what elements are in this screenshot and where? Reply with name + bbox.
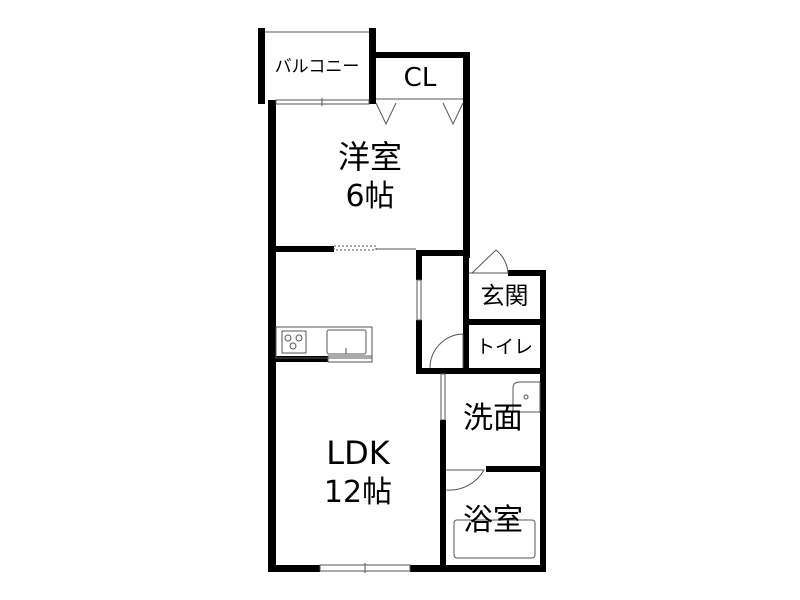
toilet-top-wall [466,319,546,325]
kitchen-wall-thin [327,355,373,363]
bottom-wall-left [268,565,320,572]
closet-right-wall [463,52,470,258]
entrance-label: 玄関 [480,282,529,310]
corridor-top-wall [416,250,470,256]
corridor-sliding-door [416,279,422,321]
washroom-label: 洗面 [463,401,523,436]
corridor-wall [416,250,422,280]
bottom-wall-right [410,565,546,572]
western-room-bottom-wall [268,246,334,252]
stove [281,330,307,354]
bathroom-door-swing [445,469,485,491]
kitchen-counter [275,326,373,359]
fixtures [265,31,541,573]
burner-icon [284,334,292,342]
washroom-sliding-door [440,373,446,421]
sliding-door [333,245,377,251]
ldk-size: 12帖 [323,475,393,510]
washbasin [512,381,541,413]
toilet-left-wall [463,255,469,373]
closet-door-right-icon [442,102,464,126]
closet-label: CL [403,63,437,93]
bathroom-top-wall [486,466,546,472]
washroom-top-wall [416,368,546,374]
washroom-left-wall [440,420,446,572]
entrance-top-wall [508,270,546,276]
western-room-name: 洋室 [337,138,402,176]
bathtub [453,519,536,559]
ldk-name: LDK [326,434,390,472]
burner-icon [295,334,303,342]
left-exterior-wall [268,100,276,572]
burner-icon [289,342,297,350]
walls [258,28,546,572]
western-room-size: 6帖 [345,179,395,214]
balcony-left-wall [258,28,265,104]
toilet-label: トイレ [475,336,533,358]
corridor-wall-lower [416,320,422,374]
toilet-door-swing [429,333,464,369]
right-exterior-wall [540,270,546,572]
bathroom-label: 浴室 [463,503,523,538]
kitchen-wall [268,356,328,362]
entrance-door-swing [471,249,509,274]
balcony-label: バルコニー [274,57,360,77]
closet-top-wall [372,52,470,58]
closet-door-left-icon [375,102,397,126]
balcony-right-wall [369,28,376,104]
